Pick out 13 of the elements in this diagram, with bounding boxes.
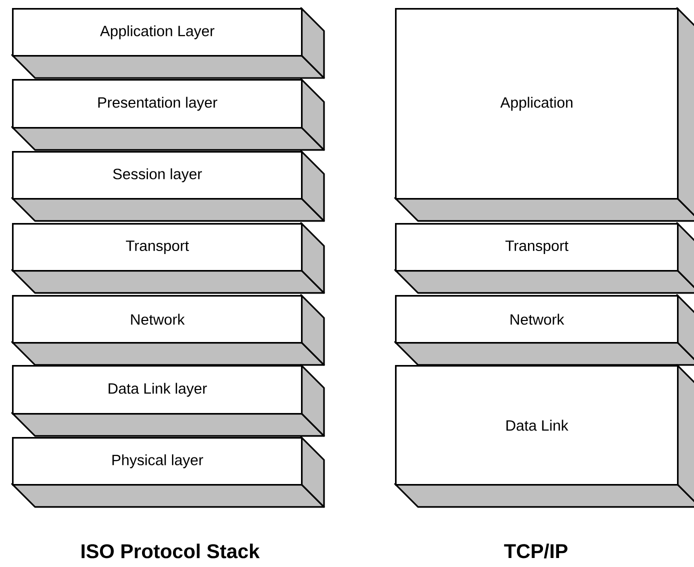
- layer-block: Presentation layer: [11, 78, 325, 151]
- layer-block: Network: [11, 294, 325, 366]
- stack-title: ISO Protocol Stack: [82, 544, 260, 558]
- layer-block: Application: [394, 7, 694, 222]
- layer-block: Transport: [394, 222, 694, 294]
- stack-title: TCP/IP: [504, 544, 568, 558]
- layer-block: Data Link layer: [11, 364, 325, 437]
- layer-block: Network: [394, 294, 694, 366]
- layer-block: Physical layer: [11, 436, 325, 508]
- layer-block: Data Link: [394, 364, 694, 508]
- layer-block: Application Layer: [11, 7, 325, 79]
- layer-block: Session layer: [11, 150, 325, 222]
- layer-block: Transport: [11, 222, 325, 294]
